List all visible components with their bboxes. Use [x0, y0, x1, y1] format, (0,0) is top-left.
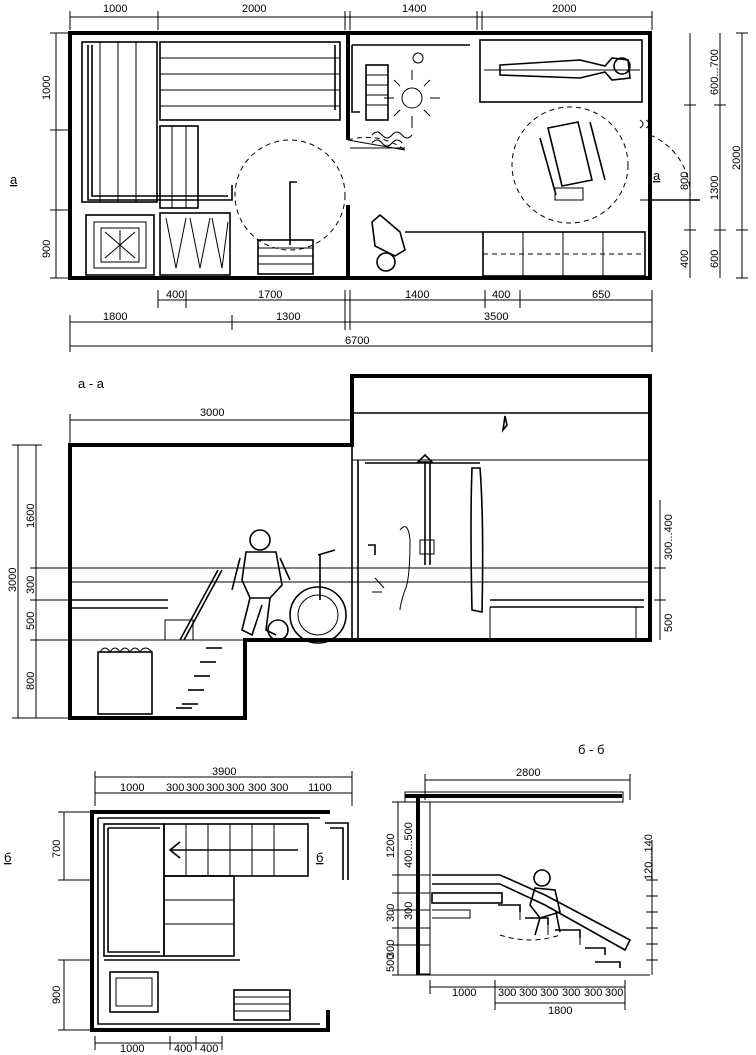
turning-circle-right	[511, 106, 629, 224]
massage-bed	[479, 39, 643, 103]
plan-b-top-dim-7: 300	[270, 782, 288, 794]
person-plan-icon	[371, 213, 406, 272]
section-b-title: б - б	[578, 742, 604, 757]
plan-a-left-dim-2: 900	[41, 240, 53, 258]
section-a-left-dim-3: 500	[25, 612, 37, 630]
shower-rig-icon	[365, 415, 508, 613]
plan-b-left-dim-2: 900	[51, 986, 63, 1004]
plan-b-top-dim-3: 300	[186, 782, 204, 794]
shower-area	[351, 44, 470, 147]
wheelchair-plan-icon	[539, 121, 606, 201]
plan-a-bottom-dim-2: 1700	[258, 289, 282, 301]
section-b-left-dim-3: 300	[385, 904, 397, 922]
plan-b-top-dim-8: 1100	[308, 782, 332, 794]
plan-a-bottom-dim-8: 3500	[484, 311, 508, 323]
plan-a-outer-wall	[68, 31, 652, 280]
plan-a-bottom-dim-7: 1300	[276, 311, 300, 323]
plan-a-right-dim-3: 400	[679, 250, 691, 268]
section-b-left-dim-6: 500	[385, 954, 397, 972]
section-b-bottom-dim-2: 300	[498, 987, 516, 999]
bench-right	[405, 231, 646, 277]
section-a-right-dim-1: 300...400	[663, 514, 675, 560]
section-mark-right: а	[653, 168, 661, 183]
section-a-left-dim-4: 800	[25, 672, 37, 690]
plan-a-right-dim-outer-1: 2000	[731, 146, 743, 170]
stairs-block	[159, 212, 231, 276]
plan-a-bottom-dim-3: 1400	[405, 289, 429, 301]
section-a-right-dim-2: 500	[663, 614, 675, 632]
step-stool	[257, 239, 314, 275]
section-stove-icon	[97, 647, 153, 715]
shower-head-icon	[401, 87, 423, 109]
plan-a-right-dim-2: 1300	[709, 176, 721, 200]
section-a: а - а 3000	[7, 374, 675, 720]
plan-b-top-dim-1: 1000	[120, 782, 144, 794]
section-a-left-dim-outer: 3000	[7, 568, 19, 592]
wheelchair-person-icon	[231, 529, 347, 644]
plan-b-top-dim-5: 300	[226, 782, 244, 794]
section-b-top-dim: 2800	[516, 767, 540, 779]
section-a-title: а - а	[78, 376, 105, 391]
section-b-stairs-rail	[431, 874, 632, 968]
plan-b-benches	[103, 823, 309, 961]
section-b-right-dim: 120...140	[643, 834, 655, 880]
section-b-bottom-total: 1800	[548, 1005, 572, 1017]
plan-a-top-dim-2: 2000	[242, 3, 266, 15]
plan-b-bottom-dim-2: 400	[174, 1043, 192, 1055]
plan-a-bottom-dim-1: 400	[166, 289, 184, 301]
sauna-benches	[81, 41, 341, 209]
section-a-top-dim: 3000	[200, 407, 224, 419]
plan-b-top-dim-6: 300	[248, 782, 266, 794]
turning-circle-left	[234, 139, 346, 251]
section-b-bottom-dim-7: 300	[605, 987, 623, 999]
section-b-left-dim-5: 300	[385, 940, 397, 958]
section-a-left-dim-2: 300	[25, 576, 37, 594]
section-b-bottom-dim-5: 300	[562, 987, 580, 999]
section-b-left-dim-1: 1200	[385, 834, 397, 858]
plan-a-bottom-total: 6700	[345, 335, 369, 347]
plan-b-bottom-dim-3: 400	[200, 1043, 218, 1055]
section-b-bottom-dim-3: 300	[519, 987, 537, 999]
section-b: б - б 2800 1200 400...500	[385, 742, 658, 1017]
plan-a-right-dim-1: 600...700	[709, 49, 721, 95]
plan-b-top-dim-4: 300	[206, 782, 224, 794]
plan-b-top-total: 3900	[212, 766, 236, 778]
plan-b-top-dim-2: 300	[166, 782, 184, 794]
plan-a-right-dim-outer-2: 600	[709, 250, 721, 268]
plan-a: 1000 2000 1400 2000	[10, 3, 748, 352]
plan-b-steps	[233, 989, 291, 1021]
section-stair-treads	[176, 647, 222, 709]
section-b-person-icon	[529, 869, 561, 936]
plan-b-bottom-dim-1: 1000	[120, 1043, 144, 1055]
section-b-left-dim-4: 300	[403, 902, 415, 920]
plan-b: 3900 1000 300 300 300 300 300 300 1100	[4, 766, 353, 1055]
plan-a-bottom-dim-5: 650	[592, 289, 610, 301]
plan-a-bottom-dim-4: 400	[492, 289, 510, 301]
plan-a-top-dim-4: 2000	[552, 3, 576, 15]
sauna-stove-icon	[85, 214, 155, 276]
plan-b-stove-icon	[109, 971, 159, 1013]
section-b-bottom-dim-1: 1000	[452, 987, 476, 999]
plan-b-section-mark-right: б	[316, 850, 323, 865]
plan-a-left-dim-1: 1000	[41, 76, 53, 100]
section-b-bottom-dim-6: 300	[584, 987, 602, 999]
section-b-left-dim-2: 400...500	[403, 822, 415, 868]
plan-a-top-dim-3: 1400	[402, 3, 426, 15]
plan-b-left-dim-1: 700	[51, 840, 63, 858]
section-mark-left: а	[10, 172, 18, 187]
plan-a-top-dim-1: 1000	[103, 3, 127, 15]
section-b-bottom-dim-4: 300	[540, 987, 558, 999]
plan-a-right-dim-mid: 800	[679, 172, 691, 190]
section-a-left-dim-1: 1600	[25, 504, 37, 528]
plan-b-section-mark-left: б	[4, 850, 11, 865]
plan-a-bottom-dim-6: 1800	[103, 311, 127, 323]
